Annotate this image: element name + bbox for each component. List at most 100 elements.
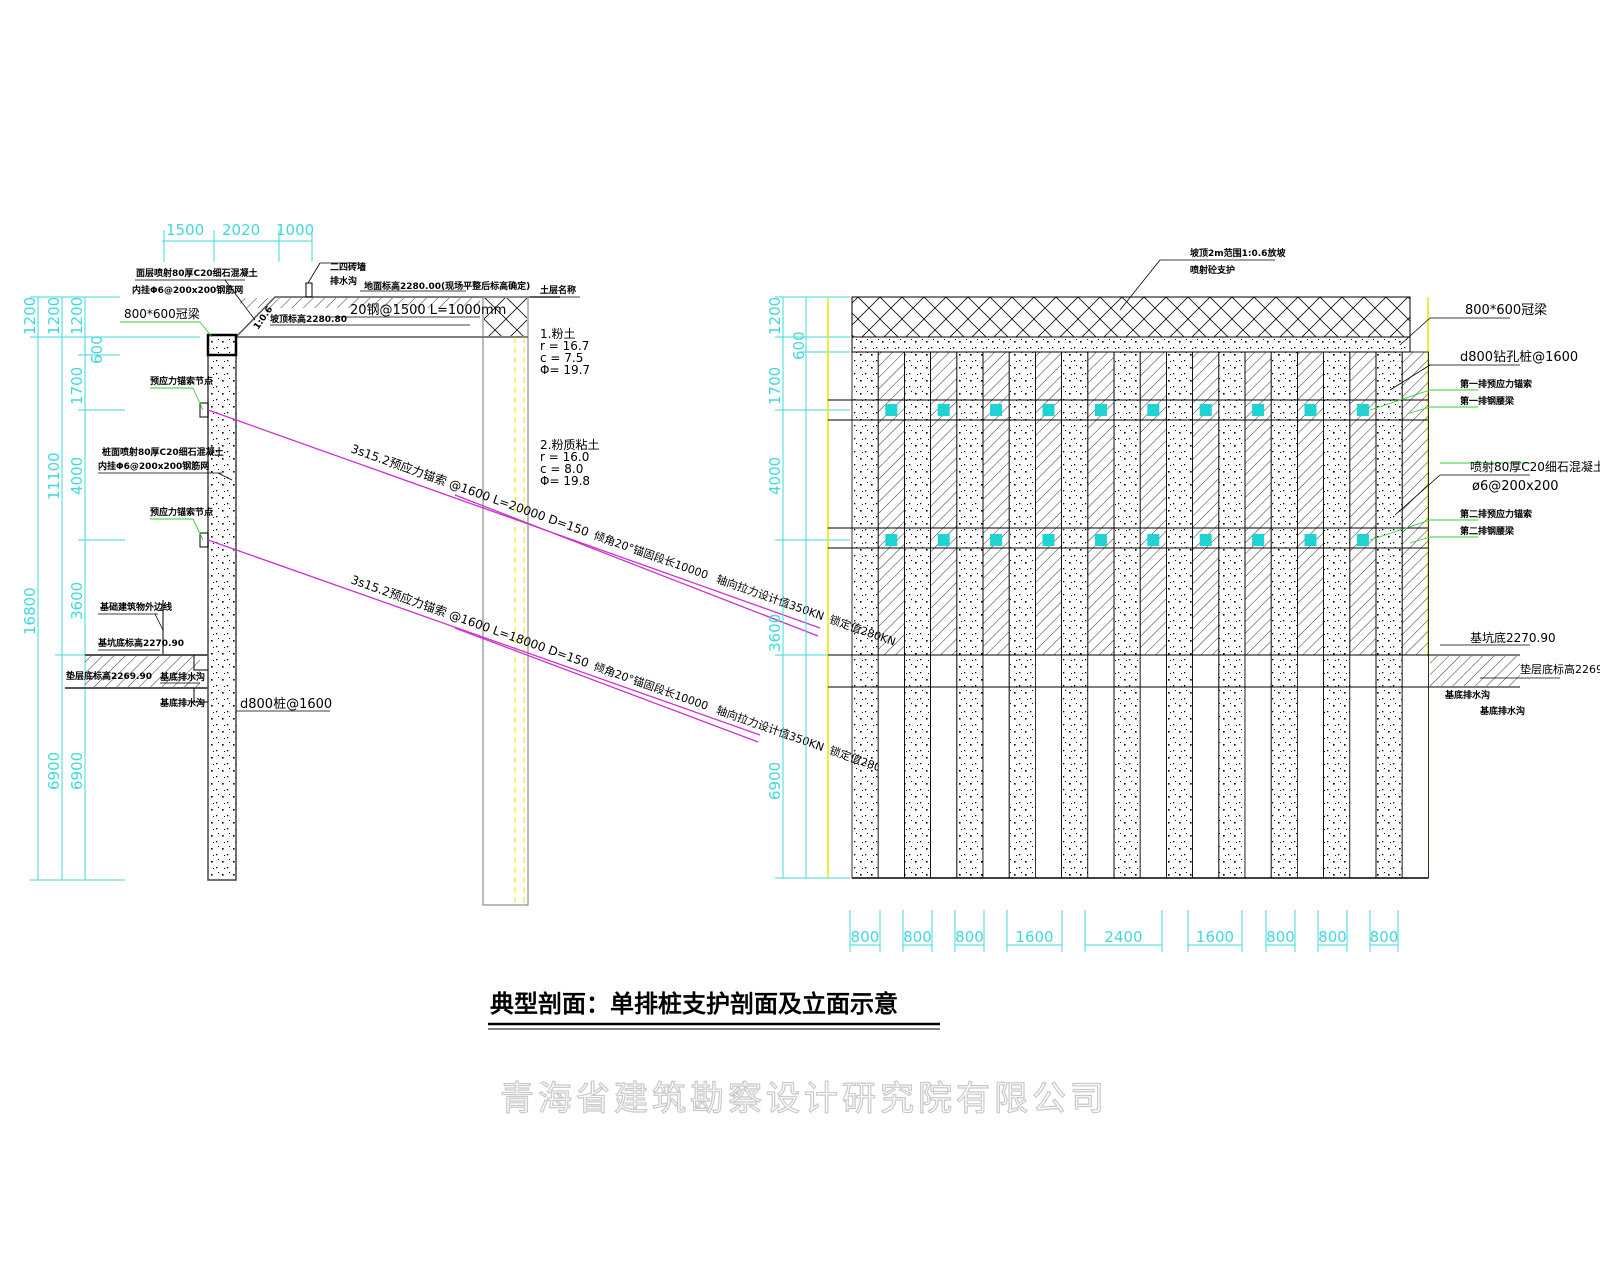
- anchor-head: [1199, 404, 1212, 416]
- slope-band: [851, 296, 1411, 338]
- pile-stripe: [1270, 351, 1298, 879]
- crest-elev: 坡顶标高2280.80: [270, 313, 347, 325]
- pile-gap: [1087, 654, 1115, 879]
- slope-note-2: 喷射砼支护: [1190, 264, 1235, 276]
- elevation-left-dimensions: [775, 296, 850, 879]
- dim-mid-6900: 6900: [45, 752, 63, 790]
- pile-gap: [982, 654, 1010, 879]
- pile-stripe: [1375, 351, 1403, 879]
- pile-stripe: [1166, 351, 1194, 879]
- dim-inner-4000: 4000: [68, 457, 86, 495]
- svg-text:轴向拉力设计值350KN: 轴向拉力设计值350KN: [715, 703, 827, 754]
- anchor-head: [1356, 534, 1369, 546]
- elevation-green-leaders: [1369, 389, 1530, 544]
- dim-inner-1700: 1700: [68, 367, 86, 405]
- dim-inner-3600: 3600: [68, 582, 86, 620]
- anchor-head: [1199, 534, 1212, 546]
- elev-dim-3600: 3600: [766, 614, 784, 652]
- pile-gap: [1297, 654, 1325, 879]
- pile-stripe: [904, 351, 932, 879]
- ground-hatch: [240, 298, 480, 308]
- ground-elev: 地面标高2280.00(现场平整后标高确定): [364, 280, 530, 292]
- soil-layer-2: 2.粉质粘土 r = 16.0 c = 8.0 Φ= 19.8: [540, 437, 599, 488]
- svg-text:c = 8.0: c = 8.0: [540, 462, 583, 476]
- dim-mid-1200: 1200: [45, 297, 63, 335]
- watermark: 青海省建筑勘察设计研究院有限公司: [500, 1079, 1108, 1119]
- soil-layer-1: 1.粉土 r = 16.7 c = 7.5 Φ= 19.7: [540, 327, 590, 377]
- dim-outer-1200: 1200: [21, 297, 39, 335]
- dim-outer-16800: 16800: [21, 587, 39, 635]
- row1-anchor-label: 第一排预应力锚索: [1460, 378, 1532, 390]
- pit-elev-label: 基坑底标高2270.90: [97, 637, 184, 649]
- elev-pit-label: 基坑底2270.90: [1470, 630, 1556, 645]
- elev-dim-6900: 6900: [766, 762, 784, 800]
- elev-dim-4000: 4000: [766, 457, 784, 495]
- shotcrete-stripe: [877, 351, 905, 656]
- anchor-head: [1304, 404, 1317, 416]
- shotcrete-stripe: [1087, 351, 1115, 656]
- bottom-dim-label: 800: [1370, 928, 1399, 946]
- anchor-head: [885, 534, 898, 546]
- elev-dim-1700: 1700: [766, 367, 784, 405]
- shotcrete-stripe: [1349, 351, 1377, 656]
- pile-face-label-1: 桩面喷射80厚C20细石混凝土: [102, 446, 224, 458]
- dim-mid-11100: 11100: [45, 452, 63, 500]
- pile-stripe: [851, 351, 879, 879]
- shotcrete-stripe: [1035, 351, 1063, 656]
- ditch-label-1: 基底排水沟: [159, 671, 205, 683]
- anchor-head: [937, 404, 950, 416]
- dim-1000: 1000: [276, 221, 314, 239]
- pile-section: [207, 354, 237, 881]
- pile-gap: [1192, 654, 1220, 879]
- shotcrete-stripe: [1192, 351, 1220, 656]
- shotcrete-stripe: [930, 351, 958, 656]
- bottom-dim-label: 1600: [1015, 928, 1053, 946]
- svg-text:3s15.2预应力锚索 @1600 L=18000 D=15: 3s15.2预应力锚索 @1600 L=18000 D=150: [349, 572, 591, 671]
- svg-text:2.粉质粘土: 2.粉质粘土: [540, 437, 599, 452]
- waler-2-label: 预应力锚索节点: [150, 506, 213, 518]
- svg-text:r = 16.0: r = 16.0: [540, 450, 589, 464]
- bottom-dim-label: 2400: [1104, 928, 1142, 946]
- elev-dim-600: 600: [790, 331, 808, 360]
- svg-text:c = 7.5: c = 7.5: [540, 351, 583, 365]
- elev-beam-label: 800*600冠梁: [1465, 303, 1547, 318]
- anchor-head: [937, 534, 950, 546]
- top-dimensions: [162, 230, 313, 262]
- drain-wall: [305, 282, 313, 298]
- anchor-head: [1042, 534, 1055, 546]
- anchor-head: [1252, 534, 1265, 546]
- pile-gap: [1035, 654, 1063, 879]
- anchor-head: [1304, 534, 1317, 546]
- leaders: [98, 262, 580, 712]
- drain-label-2: 排水沟: [330, 275, 357, 287]
- row2-waler-label: 第二排钢腰梁: [1460, 525, 1515, 537]
- waler-2: [199, 532, 209, 548]
- elevation-crown-beam: [851, 336, 1411, 353]
- svg-text:Φ= 19.8: Φ= 19.8: [540, 474, 590, 488]
- face-label-1: 喷射80厚C20细石混凝土: [1470, 459, 1600, 474]
- shotcrete-stripe: [1401, 351, 1429, 656]
- shotcrete-stripe: [1139, 351, 1167, 656]
- pit-bottom: [65, 600, 208, 703]
- shotcrete-stripe: [982, 351, 1010, 656]
- bottom-dim-label: 1600: [1196, 928, 1234, 946]
- waler-1-label: 预应力锚索节点: [150, 375, 213, 387]
- anchor-lines: [207, 409, 821, 743]
- anchor-head: [1252, 404, 1265, 416]
- elev-pile-label: d800钻孔桩@1600: [1460, 350, 1578, 365]
- soil-nail-label: 20钢@1500 L=1000mm: [350, 303, 506, 318]
- slope-note-1: 坡顶2m范围1:0.6放坡: [1190, 247, 1286, 259]
- outline-label: 基础建筑物外边线: [99, 601, 172, 613]
- anchor-heads: [885, 404, 1369, 546]
- anchor-head: [1094, 404, 1107, 416]
- crown-beam-label: 800*600冠梁: [124, 306, 200, 321]
- anchor-2-label: 3s15.2预应力锚索 @1600 L=18000 D=150 倾角20°锚固段…: [349, 572, 898, 780]
- svg-text:r = 16.7: r = 16.7: [540, 339, 589, 353]
- bottom-dim-label: 800: [955, 928, 984, 946]
- left-dimensions: [30, 296, 200, 881]
- row2-anchor-label: 第二排预应力锚索: [1460, 508, 1532, 520]
- slope-face-label-1: 面层喷射80厚C20细石混凝土: [136, 267, 258, 279]
- pile-stripe: [1008, 351, 1036, 879]
- bottom-dim-label: 800: [851, 928, 880, 946]
